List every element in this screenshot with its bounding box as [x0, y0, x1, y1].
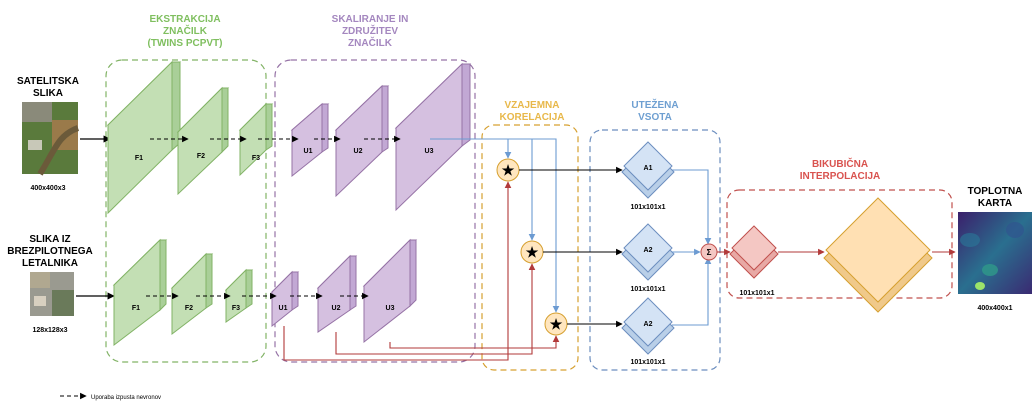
red-connections — [283, 181, 560, 361]
top-u2-label: U2 — [354, 148, 363, 155]
interpolation-input-diamond — [729, 225, 779, 279]
output-label-line1: TOPLOTNA — [968, 186, 1023, 197]
output-size-label: 400x400x1 — [977, 305, 1012, 312]
top-u3-block: U3 — [394, 62, 472, 212]
weighted-sum-title-line2: VSOTA — [638, 112, 672, 123]
correlation-star-2: ★ — [520, 240, 544, 264]
drone-label-line3: LETALNIKA — [22, 258, 78, 269]
star-icon: ★ — [550, 316, 563, 332]
bottom-f3-block: F3 — [224, 268, 254, 323]
correlation-section-box — [481, 124, 579, 371]
extraction-title-line3: (TWINS PCPVT) — [148, 38, 223, 49]
output-label: TOPLOTNA KARTA — [968, 186, 1023, 209]
top-u2-block: U2 — [334, 84, 390, 198]
bottom-u3-block: U3 — [362, 238, 418, 344]
scaling-title-line2: ZDRUŽITEV — [342, 24, 398, 37]
correlation-star-3: ★ — [544, 312, 568, 336]
attention-a1-size: 101x101x1 — [630, 204, 665, 211]
bottom-f3-label: F3 — [232, 305, 240, 312]
scaling-title: SKALIRANJE IN ZDRUŽITEV ZNAČILK — [332, 14, 409, 49]
top-f1-block: F1 — [106, 60, 182, 215]
attention-a1-label: A1 — [644, 165, 653, 172]
extraction-title: EKSTRAKCIJA ZNAČILK (TWINS PCPVT) — [148, 14, 223, 49]
top-f2-block: F2 — [176, 86, 230, 196]
interpolation-section-box — [726, 189, 953, 299]
extraction-title-line1: EKSTRAKCIJA — [149, 14, 220, 25]
attention-a2-mid-label: A2 — [644, 247, 653, 254]
correlation-title-line2: KORELACIJA — [499, 112, 564, 123]
top-f1-label: F1 — [135, 155, 143, 162]
interpolation-title-line1: BIKUBIČNA — [812, 157, 868, 170]
bottom-f1-block: F1 — [112, 238, 168, 347]
scaling-title-line1: SKALIRANJE IN — [332, 14, 409, 25]
heatmap-image — [958, 212, 1032, 294]
sum-icon: Σ — [707, 248, 712, 257]
drone-input-label: SLIKA IZ BREZPILOTNEGA LETALNIKA — [7, 234, 93, 269]
bottom-u2-block: U2 — [316, 254, 358, 333]
attention-a2-mid: A2 101x101x1 — [621, 223, 675, 293]
weighted-sum-title: UTEŽENA VSOTA — [631, 98, 678, 123]
attention-a1: A1 101x101x1 — [621, 141, 675, 211]
drone-image — [30, 272, 74, 316]
weighted-sum-section-box — [589, 129, 721, 371]
correlation-star-1: ★ — [496, 158, 520, 182]
legend: Uporaba izpusta nevronov — [60, 392, 161, 401]
satellite-label-line2: SLIKA — [33, 88, 63, 99]
output-label-line2: KARTA — [978, 198, 1012, 209]
top-u1-label: U1 — [304, 148, 313, 155]
top-u1-block: U1 — [290, 102, 330, 178]
attention-a2-bottom-label: A2 — [644, 321, 653, 328]
satellite-size-label: 400x400x3 — [30, 185, 65, 192]
satellite-input-label: SATELITSKA SLIKA — [17, 76, 79, 99]
scaling-section-box — [274, 59, 476, 363]
bottom-f2-label: F2 — [185, 305, 193, 312]
bottom-u1-block: U1 — [270, 270, 300, 328]
bottom-u2-label: U2 — [332, 305, 341, 312]
top-f3-label: F3 — [252, 155, 260, 162]
dropout-arrows — [146, 135, 401, 300]
star-icon: ★ — [502, 162, 515, 178]
bottom-f1-label: F1 — [132, 305, 140, 312]
attention-a2-bottom-size: 101x101x1 — [630, 359, 665, 366]
extraction-section-box — [105, 59, 267, 363]
drone-label-line2: BREZPILOTNEGA — [7, 246, 93, 257]
top-u3-label: U3 — [425, 148, 434, 155]
legend-dropout-label: Uporaba izpusta nevronov — [91, 395, 161, 401]
scaling-title-line3: ZNAČILK — [348, 36, 393, 49]
bottom-f2-block: F2 — [170, 252, 214, 336]
attention-a2-mid-size: 101x101x1 — [630, 286, 665, 293]
bottom-u3-label: U3 — [386, 305, 395, 312]
interpolation-title: BIKUBIČNA INTERPOLACIJA — [800, 157, 881, 182]
satellite-label-line1: SATELITSKA — [17, 76, 79, 87]
satellite-image — [22, 102, 80, 176]
top-f2-label: F2 — [197, 153, 205, 160]
extraction-title-line2: ZNAČILK — [163, 24, 208, 37]
bottom-u1-label: U1 — [279, 305, 288, 312]
correlation-title: VZAJEMNA KORELACIJA — [499, 100, 564, 123]
interp-size-label: 101x101x1 — [739, 290, 774, 297]
interpolation-output-diamond — [823, 197, 933, 313]
correlation-title-line1: VZAJEMNA — [504, 100, 559, 111]
blue-connections — [430, 138, 712, 326]
sum-node: Σ — [700, 243, 718, 261]
star-to-attention-arrows — [519, 166, 623, 328]
drone-size-label: 128x128x3 — [32, 327, 67, 334]
attention-a2-bottom: A2 101x101x1 — [621, 297, 675, 366]
star-icon: ★ — [526, 244, 539, 260]
weighted-sum-title-line1: UTEŽENA — [631, 98, 678, 111]
drone-label-line1: SLIKA IZ — [29, 234, 70, 245]
interpolation-title-line2: INTERPOLACIJA — [800, 171, 881, 182]
